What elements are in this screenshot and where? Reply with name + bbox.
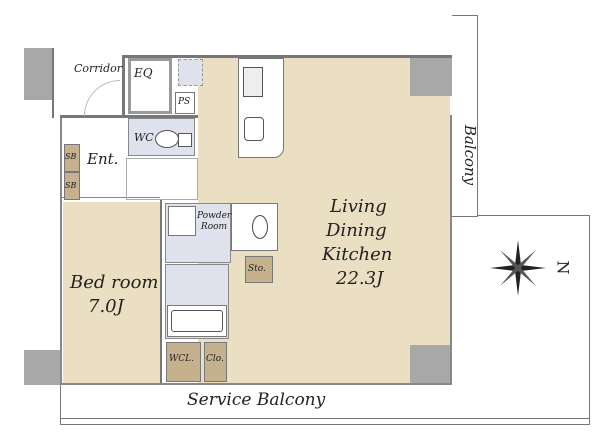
label-ldk-kitchen: Kitchen — [322, 244, 393, 265]
wall — [122, 55, 452, 58]
shoe-box-1 — [64, 144, 80, 172]
wall — [122, 55, 125, 117]
label-ps: PS — [178, 97, 191, 107]
label-shoe-box-2: SB — [65, 181, 77, 190]
bathtub-inner — [171, 310, 223, 332]
front-door-swing — [84, 80, 120, 116]
label-bedroom-size: 7.0J — [88, 296, 124, 317]
compass-north-label: N — [553, 260, 573, 275]
label-storage: Sto. — [248, 264, 266, 274]
unit-outline — [60, 115, 452, 385]
entrance-hall — [126, 158, 198, 200]
bedroom-floor — [63, 202, 161, 383]
wall — [160, 200, 162, 383]
ps-shaft — [175, 92, 195, 114]
label-service-balcony: Service Balcony — [187, 390, 326, 410]
storage — [245, 256, 273, 283]
label-ldk-dining: Dining — [326, 220, 387, 241]
walk-in-closet — [166, 342, 201, 382]
balcony-rail — [60, 418, 590, 419]
pillar-bottom-left — [24, 350, 60, 385]
label-closet: Clo. — [206, 354, 224, 364]
pillar-top-left — [24, 48, 54, 100]
service-balcony-area — [60, 385, 590, 425]
ldk-floor — [410, 96, 450, 345]
label-balcony: Balcony — [461, 124, 480, 186]
wall — [60, 115, 200, 118]
label-powder-room: Powder Room — [197, 211, 232, 232]
label-wc: WC — [134, 131, 154, 144]
entrance — [62, 118, 160, 198]
washbasin-icon — [252, 215, 268, 239]
washer-space — [168, 206, 196, 236]
label-entrance: Ent. — [87, 150, 119, 168]
cooktop-icon — [243, 67, 263, 97]
label-ldk-living: Living — [330, 196, 387, 217]
balcony-extension — [478, 215, 590, 425]
label-shoe-box-1: SB — [65, 152, 77, 161]
balcony-area — [452, 15, 478, 217]
fridge-space — [178, 59, 203, 86]
pillar-bottom-right — [410, 345, 452, 385]
pillar-top-right — [410, 56, 452, 96]
label-bedroom-name: Bed room — [70, 272, 159, 293]
wall — [52, 48, 54, 118]
shoe-box-2 — [64, 172, 80, 200]
label-corridor: Corridor — [74, 62, 122, 75]
sink-icon — [244, 117, 264, 141]
toilet-tank-icon — [178, 133, 192, 147]
label-ldk-size: 22.3J — [336, 268, 384, 289]
label-walk-in-closet: WCL. — [169, 354, 194, 364]
label-eq: EQ — [134, 66, 153, 80]
compass-icon — [490, 240, 546, 296]
closet — [204, 342, 227, 382]
eq-closet — [128, 58, 172, 114]
